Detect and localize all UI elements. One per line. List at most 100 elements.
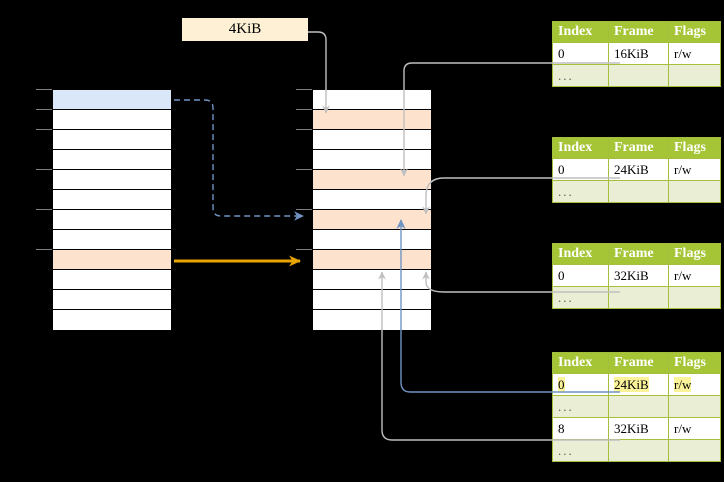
physical-memory-row-4 [313, 170, 431, 190]
virtual-address-space-row-1 [53, 110, 171, 130]
page-table-1-cell-frame: 16KiB [608, 42, 669, 65]
page-table-3-header-flags: Flags [668, 243, 721, 265]
wire-virtual-row1-to-phys-row7 [174, 99, 304, 221]
page-table-4-cell-frame: 32KiB [608, 417, 669, 440]
physical-memory-row-5 [313, 190, 431, 210]
page-table-2-header-flags: Flags [668, 137, 721, 159]
page-table-2-header-index: Index [552, 137, 609, 159]
physical-memory-tick-1 [296, 109, 312, 110]
physical-memory-tick-8 [296, 249, 312, 250]
virtual-address-space-row-5 [53, 190, 171, 210]
physical-memory-tick-2 [296, 129, 312, 130]
physical-memory-tick-4 [296, 169, 312, 170]
virtual-address-space-row-7 [53, 230, 171, 250]
page-table-4-cell-frame: 24KiB [608, 373, 669, 396]
page-table-2-cell-index: 0 [552, 158, 609, 181]
page-table-4-cell-index: ... [552, 395, 609, 418]
page-table-3-header-index: Index [552, 243, 609, 265]
page-table-1-header-flags: Flags [668, 21, 721, 43]
page-table-2-cell-frame [608, 180, 669, 203]
virtual-address-space-tick-0 [36, 89, 52, 90]
virtual-address-space-tick-6 [36, 209, 52, 210]
page-table-3-cell-flags [668, 286, 721, 309]
physical-memory-tick-6 [296, 209, 312, 210]
page-table-2-cell-frame: 24KiB [608, 158, 669, 181]
page-table-4-cell-index: 8 [552, 417, 609, 440]
page-table-4-header-frame: Frame [608, 352, 669, 374]
page-table-3-cell-index: ... [552, 286, 609, 309]
virtual-address-space-row-11 [53, 310, 171, 330]
physical-memory-row-6 [313, 210, 431, 230]
virtual-address-space-row-6 [53, 210, 171, 230]
page-table-4-cell-frame [608, 439, 669, 462]
page-table-1-cell-index: ... [552, 64, 609, 87]
page-table-1-cell-index: 0 [552, 42, 609, 65]
virtual-address-space-row-8 [53, 250, 171, 270]
page-table-3-cell-frame: 32KiB [608, 264, 669, 287]
virtual-address-space-tick-8 [36, 249, 52, 250]
page-table-4-cell-flags [668, 395, 721, 418]
physical-memory-row-7 [313, 230, 431, 250]
virtual-address-space-row-3 [53, 150, 171, 170]
page-table-1-row: ... [552, 64, 721, 87]
virtual-address-space-tick-1 [36, 109, 52, 110]
virtual-address-space-row-9 [53, 270, 171, 290]
page-table-2-cell-index: ... [552, 180, 609, 203]
page-table-3-cell-flags: r/w [668, 264, 721, 287]
page-table-1-header-frame: Frame [608, 21, 669, 43]
virtual-address-space-column [52, 89, 172, 330]
physical-memory-row-0 [313, 90, 431, 110]
physical-memory-row-9 [313, 270, 431, 290]
virtual-address-space-row-2 [53, 130, 171, 150]
virtual-address-space-tick-2 [36, 129, 52, 130]
virtual-address-space-row-0 [53, 90, 171, 110]
page-table-4-cell-flags: r/w [668, 417, 721, 440]
page-table-3-header-frame: Frame [608, 243, 669, 265]
physical-memory-tick-0 [296, 89, 312, 90]
page-table-1-cell-flags: r/w [668, 42, 721, 65]
page-table-4-cell-index: ... [552, 439, 609, 462]
page-table-3-cell-frame [608, 286, 669, 309]
page-table-4-row: ... [552, 395, 721, 418]
virtual-address-space-tick-4 [36, 169, 52, 170]
page-table-2-cell-flags: r/w [668, 158, 721, 181]
physical-memory-row-10 [313, 290, 431, 310]
page-table-1-cell-frame [608, 64, 669, 87]
page-table-2-row: ... [552, 180, 721, 203]
physical-memory-row-8 [313, 250, 431, 270]
page-table-1-header-index: Index [552, 21, 609, 43]
page-table-4-cell-index: 0 [552, 373, 609, 396]
virtual-address-space-row-4 [53, 170, 171, 190]
page-table-2-header-frame: Frame [608, 137, 669, 159]
page-table-4-cell-flags: r/w [668, 373, 721, 396]
page-table-4-cell-frame [608, 395, 669, 418]
page-table-4-header-flags: Flags [668, 352, 721, 374]
physical-memory-row-2 [313, 130, 431, 150]
page-size-tag: 4KiB [182, 18, 308, 41]
physical-memory-row-1 [313, 110, 431, 130]
physical-memory-row-11 [313, 310, 431, 330]
virtual-address-space-row-10 [53, 290, 171, 310]
page-table-4-row: ... [552, 439, 721, 462]
page-table-2-cell-flags [668, 180, 721, 203]
page-table-1-cell-flags [668, 64, 721, 87]
physical-memory-column [312, 89, 432, 330]
page-table-3-cell-index: 0 [552, 264, 609, 287]
physical-memory-row-3 [313, 150, 431, 170]
